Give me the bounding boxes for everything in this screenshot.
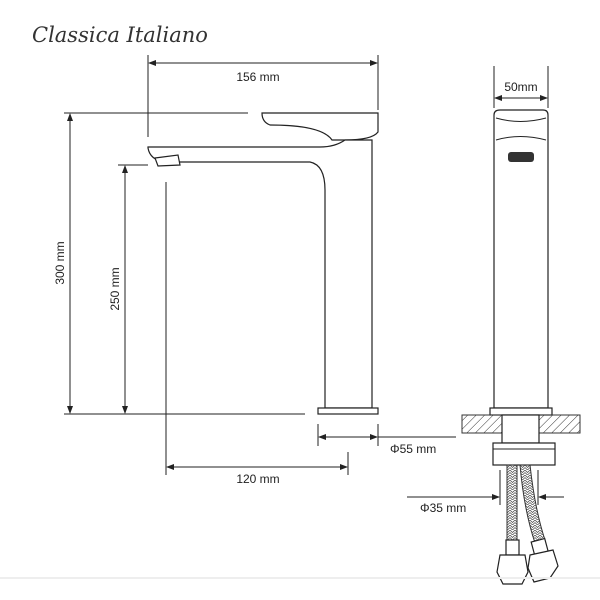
hose-ferrule-left xyxy=(505,539,520,556)
dim-height-label: 300 mm xyxy=(53,241,67,284)
side-view xyxy=(147,112,379,415)
countertop-right xyxy=(538,414,581,434)
hose-left xyxy=(506,464,518,541)
dim-spout-height-label: 250 mm xyxy=(108,267,122,310)
lever-front xyxy=(495,117,547,141)
hex-fitting-left xyxy=(496,554,529,585)
mounting-shank xyxy=(501,414,540,444)
hose-right xyxy=(519,464,546,544)
brand-logo: Classica Italiano xyxy=(32,23,208,47)
faucet-front-body xyxy=(493,109,549,409)
front-view xyxy=(461,66,581,585)
dim-depth-label: 50mm xyxy=(504,80,537,94)
countertop-left xyxy=(461,414,503,434)
faucet-lever xyxy=(261,112,379,141)
dim-width-label: 156 mm xyxy=(236,70,279,84)
aerator-front xyxy=(508,152,534,162)
dim-reach-label: 120 mm xyxy=(236,472,279,486)
dim-base-label: Φ55 mm xyxy=(390,442,436,456)
dim-hole-label: Φ35 mm xyxy=(420,501,466,515)
faucet-front-base xyxy=(489,407,553,416)
faucet-base xyxy=(317,407,379,415)
mounting-nut xyxy=(492,442,556,466)
faucet-body xyxy=(147,139,373,409)
aerator xyxy=(154,154,181,167)
